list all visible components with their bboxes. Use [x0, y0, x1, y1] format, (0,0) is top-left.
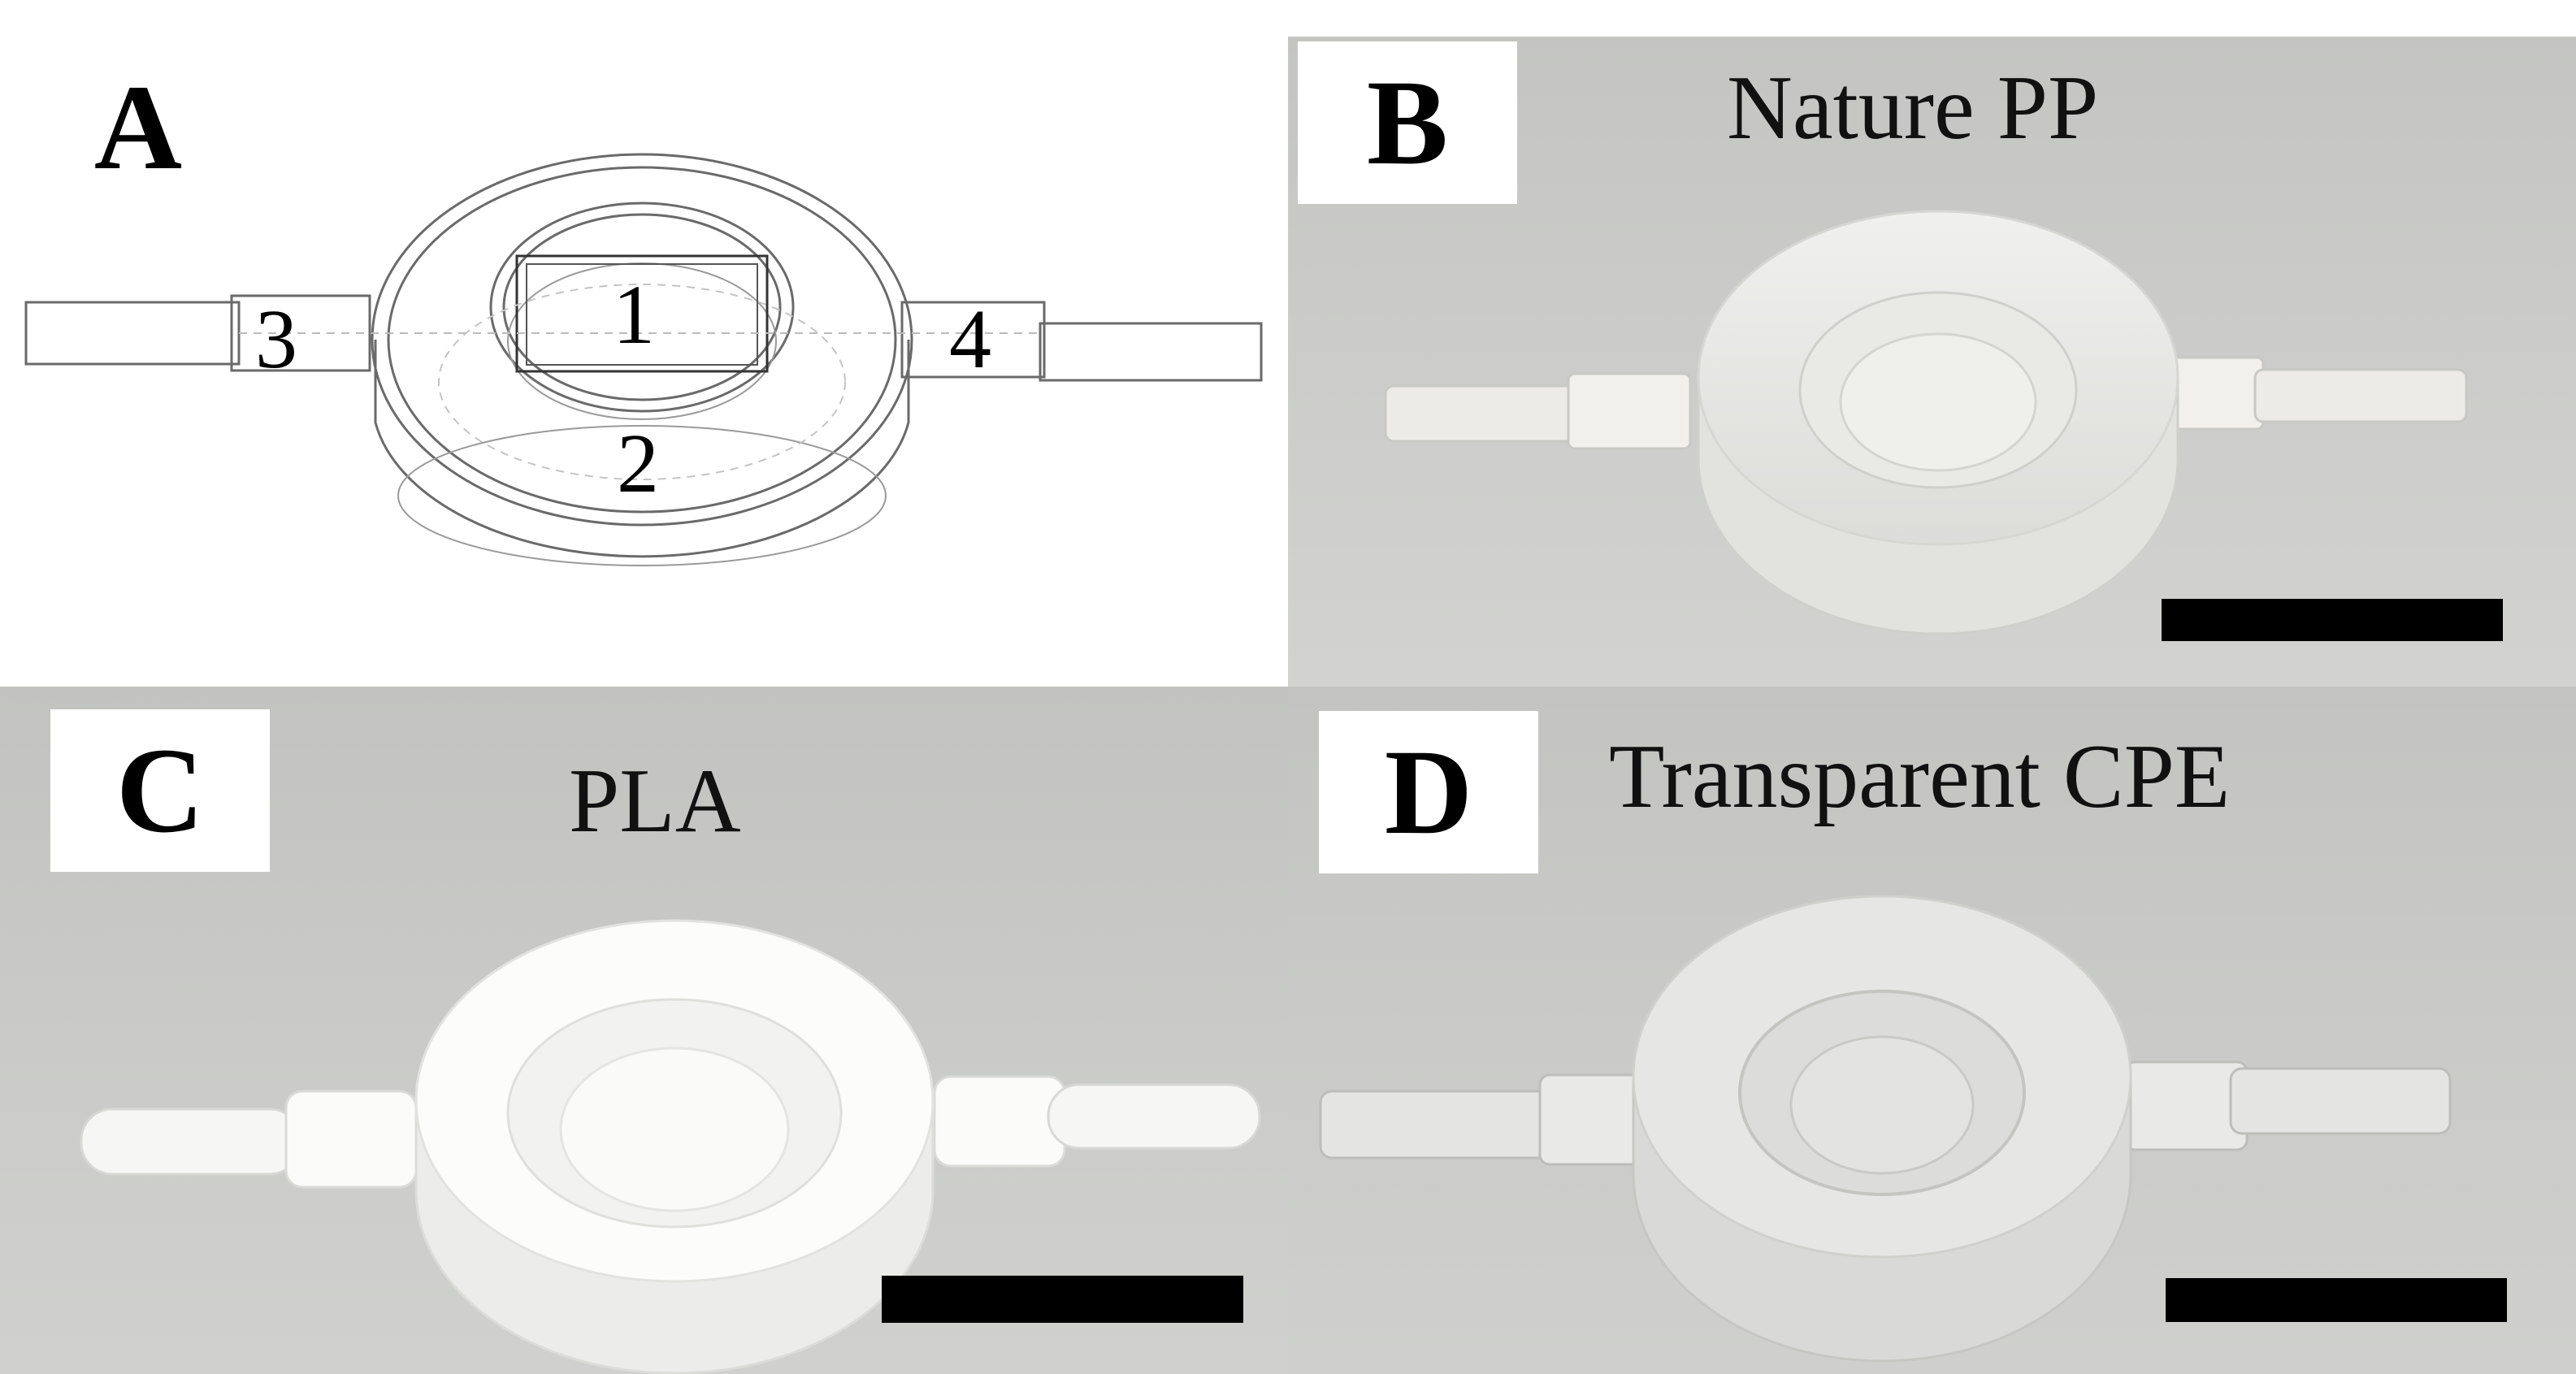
panel-c: C PLA — [0, 687, 1288, 1374]
right-inner-pipe — [900, 301, 1046, 379]
part-number-2: 2 — [617, 417, 659, 510]
panel-label-d: D — [1319, 711, 1538, 873]
center-chamber-inner — [526, 263, 758, 366]
scale-bar-d — [2166, 1278, 2507, 1322]
outer-ring-inner-edge — [387, 166, 897, 514]
part-number-3: 3 — [255, 293, 297, 386]
panel-a: 1 2 3 4 A — [0, 0, 1288, 687]
center-chamber-box — [515, 254, 769, 373]
part-number-4: 4 — [949, 293, 991, 386]
part-number-1: 1 — [613, 268, 655, 362]
nature-pp-device-photo — [1384, 210, 2468, 635]
left-outer-pipe — [24, 301, 241, 366]
inner-well-inner — [502, 213, 782, 401]
outer-ring-bottom-edge — [397, 425, 887, 566]
panel-label-c: C — [50, 709, 270, 872]
scale-bar-b — [2162, 599, 2503, 641]
outer-ring-side — [374, 340, 910, 558]
left-inner-pipe — [230, 294, 371, 372]
panel-b: B Nature PP — [1288, 37, 2576, 687]
hidden-channel-line — [438, 284, 846, 480]
inner-well-outer — [489, 202, 795, 413]
panel-d: D Transparent CPE — [1288, 687, 2576, 1374]
panel-caption-b: Nature PP — [1727, 58, 2099, 158]
panel-label-a: A — [93, 60, 183, 195]
pla-device-photo — [80, 919, 1261, 1374]
transparent-cpe-device-photo — [1319, 895, 2452, 1363]
outer-ring-top — [371, 153, 913, 527]
cad-wireframe-drawing: 1 2 3 4 — [24, 153, 1263, 566]
right-outer-pipe — [1039, 322, 1263, 382]
panel-label-b: B — [1298, 41, 1517, 204]
panel-caption-d: Transparent CPE — [1609, 726, 2231, 827]
scale-bar-c — [882, 1276, 1243, 1323]
panel-caption-c: PLA — [569, 751, 741, 852]
